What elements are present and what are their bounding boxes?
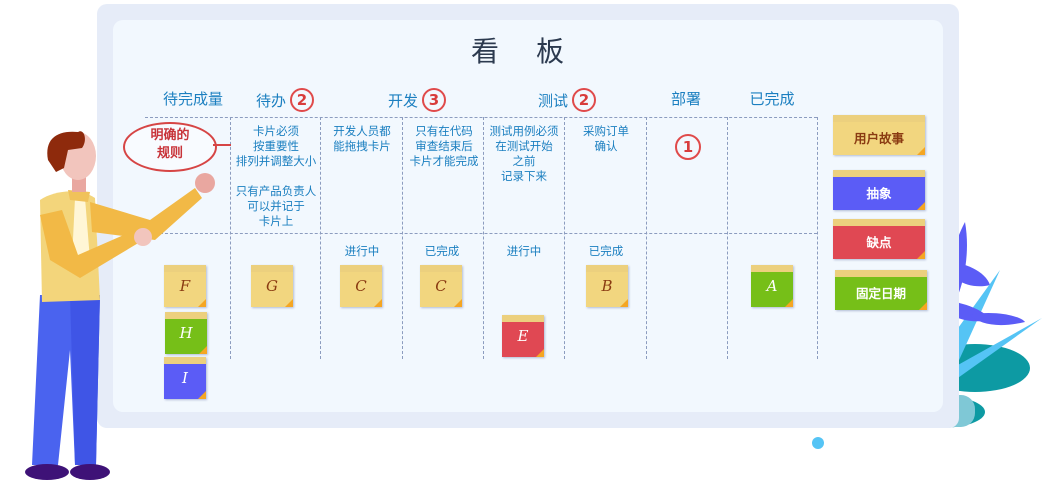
legend-label: 缺点 <box>866 235 892 250</box>
policy-test-in-progress: 测试用例必须 在测试开始 之前 记录下来 <box>489 124 559 183</box>
wip-limit-badge: 3 <box>422 88 447 112</box>
rules-bubble <box>123 122 217 172</box>
card-fold-corner <box>199 346 207 354</box>
card-tape <box>751 265 793 272</box>
card-E[interactable]: E <box>502 315 544 357</box>
card-tape <box>586 265 628 272</box>
column-header-test[interactable]: 测试 2 <box>537 88 597 112</box>
column-name: 已完成 <box>749 90 795 108</box>
card-fold-corner <box>785 299 793 307</box>
column-divider <box>646 117 647 359</box>
card-label: A <box>766 277 778 295</box>
legend-tape <box>833 115 925 122</box>
card-tape <box>340 265 382 272</box>
policy-test-done: 采购订单 确认 <box>583 124 629 153</box>
column-divider <box>320 117 321 359</box>
card-B[interactable]: B <box>586 265 628 307</box>
column-header-dev[interactable]: 开发 3 <box>387 88 447 112</box>
column-header-done[interactable]: 已完成 <box>749 88 794 109</box>
column-name: 部署 <box>670 90 702 108</box>
column-divider <box>230 117 231 359</box>
card-F[interactable]: F <box>164 265 206 307</box>
board-title: 看 板 <box>471 35 578 68</box>
card-fold-corner <box>198 299 206 307</box>
column-divider <box>402 117 403 359</box>
subcolumn-dev-in-progress: 进行中 <box>344 244 380 258</box>
card-fold-corner <box>536 349 544 357</box>
card-C-dev-done[interactable]: C <box>420 265 462 307</box>
legend-fixed-date: 固定日期 <box>835 270 927 310</box>
card-tape <box>251 265 293 272</box>
legend-tape <box>833 219 925 226</box>
policy-todo: 卡片必须 按重要性 排列并调整大小 只有产品负责人 可以并记于 卡片上 <box>235 124 317 228</box>
card-A[interactable]: A <box>751 265 793 307</box>
card-C-dev-in-progress[interactable]: C <box>340 265 382 307</box>
card-label: C <box>355 277 367 295</box>
legend-label: 用户故事 <box>853 131 904 146</box>
card-label: F <box>179 277 191 295</box>
card-fold-corner <box>620 299 628 307</box>
column-name: 待完成量 <box>162 90 224 108</box>
card-fold-corner <box>374 299 382 307</box>
wip-limit-badge: 2 <box>290 88 315 112</box>
column-divider <box>727 117 728 359</box>
column-name: 开发 <box>387 91 419 110</box>
card-H[interactable]: H <box>165 312 207 354</box>
legend-label: 抽象 <box>866 186 892 201</box>
card-label: I <box>182 369 188 387</box>
deploy-limit-badge: 1 <box>675 134 701 160</box>
card-tape <box>165 312 207 319</box>
card-I[interactable]: I <box>164 357 206 399</box>
card-fold-corner <box>198 391 206 399</box>
legend-user-story: 用户故事 <box>833 115 925 155</box>
legend-fold-corner <box>919 302 927 310</box>
column-header-deploy[interactable]: 部署 <box>671 88 701 109</box>
policy-dev-done: 只有在代码 审查结束后 卡片才能完成 <box>409 124 479 168</box>
rules-bubble-text: 明确的 规则 <box>150 128 190 161</box>
column-header-backlog[interactable]: 待完成量 <box>163 88 223 109</box>
column-divider <box>564 117 565 359</box>
legend-label: 固定日期 <box>855 286 906 301</box>
legend-fold-corner <box>917 251 925 259</box>
card-label: C <box>435 277 447 295</box>
card-label: B <box>601 277 613 295</box>
column-name: 待办 <box>255 91 287 110</box>
legend-fold-corner <box>917 147 925 155</box>
card-tape <box>420 265 462 272</box>
card-label: E <box>517 327 529 345</box>
card-tape <box>164 357 206 364</box>
card-tape <box>502 315 544 322</box>
subcolumn-dev-done: 已完成 <box>424 244 460 258</box>
legend-tape <box>833 170 925 177</box>
column-name: 测试 <box>537 91 569 110</box>
card-tape <box>164 265 206 272</box>
subcolumn-test-in-progress: 进行中 <box>506 244 542 258</box>
legend-defect: 缺点 <box>833 219 925 259</box>
column-header-todo[interactable]: 待办 2 <box>255 88 315 112</box>
rules-bubble-pointer <box>213 144 231 146</box>
card-fold-corner <box>285 299 293 307</box>
legend-abstract: 抽象 <box>833 170 925 210</box>
column-divider <box>483 117 484 359</box>
subcolumn-test-done: 已完成 <box>588 244 624 258</box>
wip-limit-badge: 2 <box>572 88 597 112</box>
presenter-illustration <box>25 131 215 480</box>
grid-line-top <box>145 117 817 118</box>
policy-dev-in-progress: 开发人员都 能拖拽卡片 <box>333 124 391 153</box>
card-label: H <box>179 324 193 342</box>
card-G[interactable]: G <box>251 265 293 307</box>
card-fold-corner <box>454 299 462 307</box>
legend-fold-corner <box>917 202 925 210</box>
grid-line-middle <box>145 233 817 234</box>
card-label: G <box>266 277 278 295</box>
legend-tape <box>835 270 927 277</box>
column-divider <box>817 117 818 359</box>
